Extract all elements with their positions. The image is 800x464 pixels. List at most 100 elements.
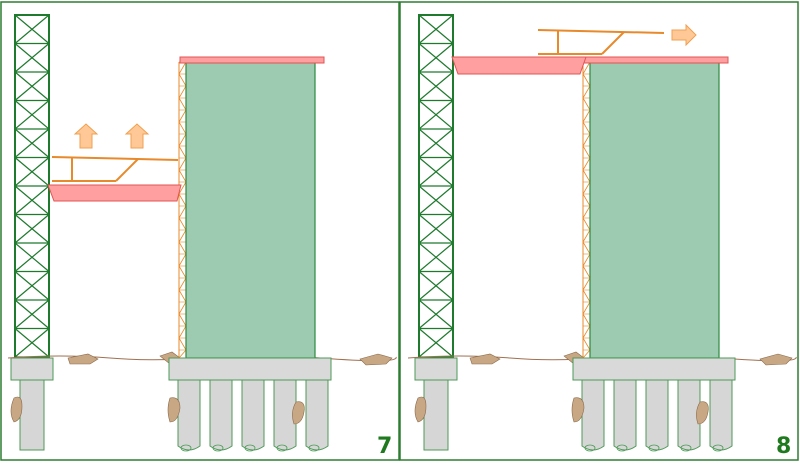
pile-tip (180, 444, 192, 452)
tower-brace (14, 128, 50, 158)
tower-brace (418, 128, 454, 158)
scaffold-brace (582, 193, 591, 207)
scaffold-brace (178, 73, 187, 87)
scaffold-brace (178, 145, 187, 159)
scaffold-brace (582, 253, 591, 267)
tower-brace (14, 157, 50, 187)
scaffold-brace (582, 61, 591, 75)
tower-brace (418, 185, 454, 215)
scaffold-brace (178, 349, 187, 359)
scaffold-brace (178, 313, 187, 327)
scaffold-brace (178, 337, 187, 351)
pile-tip (584, 444, 596, 452)
scaffold-brace (178, 289, 187, 303)
pile-tip (244, 444, 256, 452)
pile (709, 379, 733, 451)
pile-group (581, 379, 733, 452)
pier-foundation (572, 357, 736, 452)
scaffold-brace (582, 85, 591, 99)
scaffold-brace (178, 121, 187, 135)
tower-brace (14, 14, 50, 44)
tower-brace (14, 71, 50, 101)
scaffold-brace (582, 325, 591, 339)
tower-brace (418, 271, 454, 301)
scaffold-brace (178, 217, 187, 231)
rock (759, 353, 793, 366)
tower-footing-cap (414, 357, 458, 381)
scaffold-brace (582, 265, 591, 279)
tower-brace (14, 299, 50, 329)
scaffold-brace (582, 145, 591, 159)
scaffold-brace (178, 109, 187, 123)
rock (469, 353, 501, 365)
scaffold-brace (582, 133, 591, 147)
scaffold-brace (178, 85, 187, 99)
pile-tip (308, 444, 320, 452)
tower-brace (418, 157, 454, 187)
step-number: 8 (776, 434, 791, 459)
tower-brace (14, 214, 50, 244)
move-right-arrow (671, 23, 697, 47)
pile (305, 379, 329, 451)
scaffold-brace (582, 73, 591, 87)
pile (177, 379, 201, 451)
scaffold-brace (582, 277, 591, 291)
pile-tip (212, 444, 224, 452)
pile-tip (648, 444, 660, 452)
pile (613, 379, 637, 451)
tower-brace (418, 71, 454, 101)
scaffold-brace (178, 241, 187, 255)
scaffold-brace (178, 181, 187, 195)
scaffold-brace (178, 133, 187, 147)
scaffold-brace (178, 253, 187, 267)
launching-gantry (537, 29, 665, 55)
scaffold-brace (582, 337, 591, 351)
scaffold-brace (178, 277, 187, 291)
pile-tip (616, 444, 628, 452)
scaffold-brace (582, 97, 591, 111)
scaffold-brace (178, 193, 187, 207)
pile-cap (168, 357, 332, 381)
scaffold-brace (582, 229, 591, 243)
scaffold-brace (582, 109, 591, 123)
tower-brace (418, 100, 454, 130)
scaffold-brace (178, 229, 187, 243)
scaffold-brace (582, 241, 591, 255)
rock (10, 396, 305, 425)
panel-7: 7 (0, 1, 400, 461)
scaffold-brace (178, 97, 187, 111)
tower-brace (418, 242, 454, 272)
scaffold-brace (582, 157, 591, 171)
lift-up-arrow (73, 123, 150, 149)
pile (209, 379, 233, 451)
pier-foundation (168, 357, 332, 452)
scaffold-brace (582, 169, 591, 183)
bridge-pier (589, 61, 720, 359)
rock (359, 353, 393, 366)
lattice-tower (418, 14, 454, 359)
tower-brace (14, 43, 50, 73)
tower-brace (14, 328, 50, 358)
scaffold-brace (178, 205, 187, 219)
tower-footing (414, 357, 458, 451)
panel-8: 8 (399, 1, 799, 461)
scaffold-brace (178, 265, 187, 279)
tower-brace (418, 214, 454, 244)
placed-deck-segment (451, 56, 587, 75)
tower-footing (10, 357, 54, 451)
scaffold-brace (582, 301, 591, 315)
scaffold-brace (178, 61, 187, 75)
scaffold-brace (178, 301, 187, 315)
pier-top-deck (583, 56, 729, 64)
tower-brace (14, 185, 50, 215)
pile (581, 379, 605, 451)
scaffold-brace (582, 313, 591, 327)
scaffold-brace (178, 325, 187, 339)
rock (67, 353, 99, 365)
rock (414, 396, 709, 425)
scaffold-brace (582, 349, 591, 359)
scaffold-brace (178, 169, 187, 183)
pile-tip (680, 444, 692, 452)
step-number: 7 (377, 434, 392, 459)
